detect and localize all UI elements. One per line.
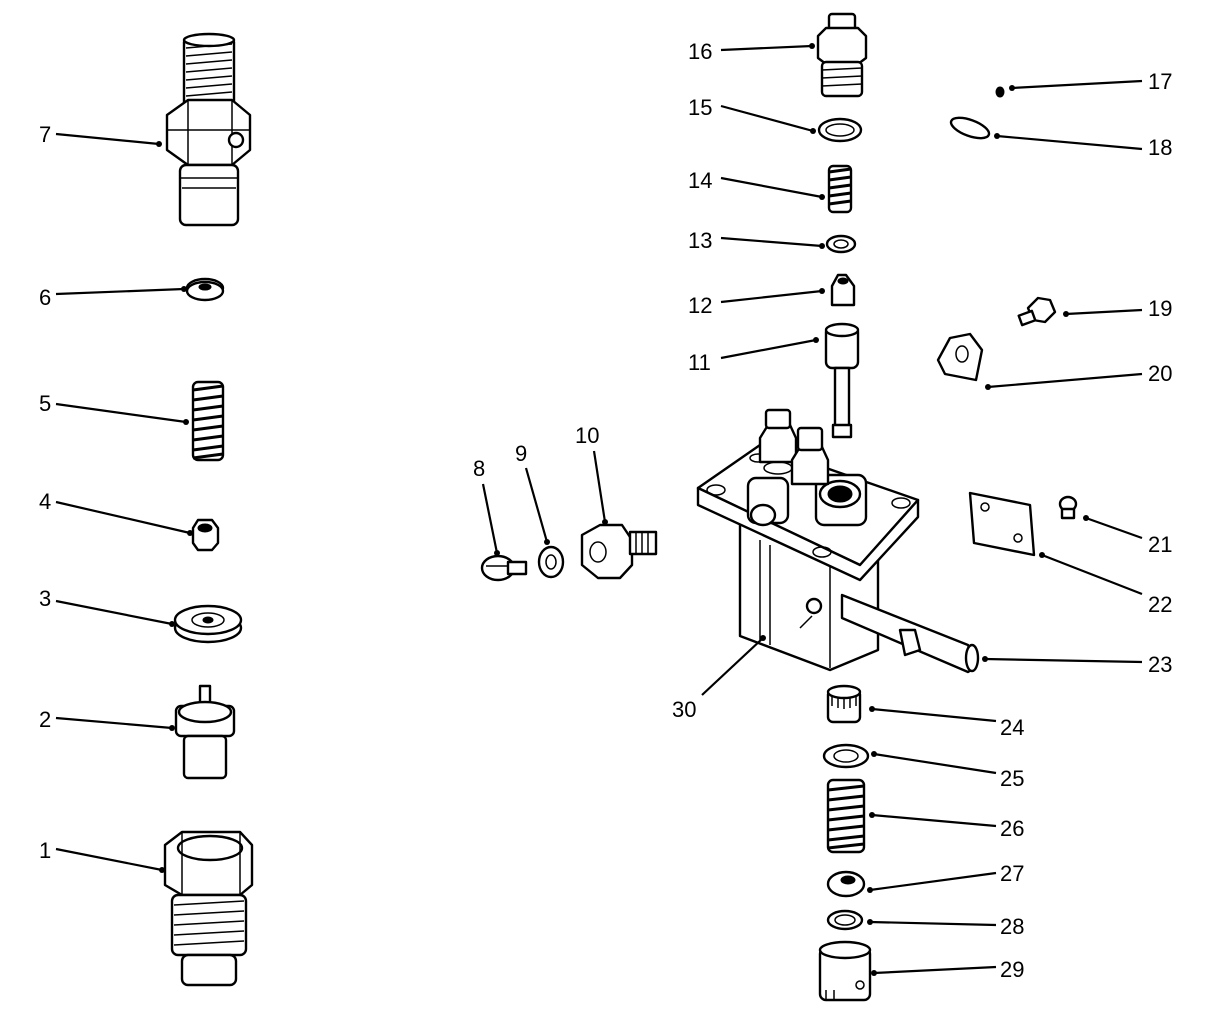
callout-1: 1 [39, 838, 51, 863]
callout-14: 14 [688, 168, 712, 193]
part-8-screw [480, 554, 528, 582]
callout-27: 27 [1000, 861, 1024, 886]
callout-25: 25 [1000, 766, 1024, 791]
part-24-control-sleeve [826, 684, 862, 724]
part-9-washer [537, 545, 565, 579]
part-21-screw [1058, 495, 1078, 520]
callout-2: 2 [39, 707, 51, 732]
leader-lines [55, 43, 1143, 976]
callout-3: 3 [39, 586, 51, 611]
part-26-plunger-spring [826, 778, 866, 854]
part-11-plunger [824, 322, 860, 439]
callout-15: 15 [688, 95, 712, 120]
part-4-small-nut [191, 518, 220, 552]
callout-13: 13 [688, 228, 712, 253]
callout-7: 7 [39, 122, 51, 147]
part-1-nozzle-nut [163, 830, 254, 987]
callout-9: 9 [515, 441, 527, 466]
callout-24: 24 [1000, 715, 1024, 740]
callout-8: 8 [473, 456, 485, 481]
callout-21: 21 [1148, 532, 1172, 557]
part-22-plate [968, 491, 1036, 557]
callout-19: 19 [1148, 296, 1172, 321]
callout-11: 11 [688, 350, 711, 375]
part-19-bolt [1017, 296, 1057, 327]
callout-23: 23 [1148, 652, 1172, 677]
part-6-washer [185, 277, 225, 302]
callout-17: 17 [1148, 69, 1172, 94]
callout-6: 6 [39, 285, 51, 310]
part-29-tappet [818, 940, 872, 1002]
part-30-pump-body [696, 408, 920, 672]
callout-28: 28 [1000, 914, 1024, 939]
callout-12: 12 [688, 293, 712, 318]
part-14-spring [827, 164, 853, 214]
callout-22: 22 [1148, 592, 1172, 617]
callout-29: 29 [1000, 957, 1024, 982]
part-10-banjo-bolt [580, 523, 658, 580]
part-3-disc [173, 604, 243, 644]
part-25-spring-seat [822, 743, 870, 769]
part-2-nozzle [174, 684, 236, 780]
callout-10: 10 [575, 423, 599, 448]
part-17-ball [995, 86, 1005, 98]
part-5-spring [191, 380, 225, 462]
part-27-lower-seat [826, 870, 866, 898]
part-18-ring [949, 116, 991, 140]
part-7-nozzle-holder [165, 32, 252, 227]
callout-30: 30 [672, 697, 696, 722]
part-28-shim [826, 909, 864, 931]
part-13-gasket [825, 234, 857, 254]
callout-26: 26 [1000, 816, 1024, 841]
part-12-valve [830, 273, 856, 307]
part-16-valve-holder [816, 12, 868, 98]
callout-labels: 1 2 3 4 5 6 7 8 9 10 11 12 13 14 15 16 1… [39, 39, 1172, 982]
callout-16: 16 [688, 39, 712, 64]
part-20-bracket [936, 332, 984, 382]
callout-20: 20 [1148, 361, 1172, 386]
callout-18: 18 [1148, 135, 1172, 160]
callout-4: 4 [39, 489, 51, 514]
callout-5: 5 [39, 391, 51, 416]
part-15-o-ring [817, 117, 863, 143]
part-23-control-rod [840, 593, 980, 674]
